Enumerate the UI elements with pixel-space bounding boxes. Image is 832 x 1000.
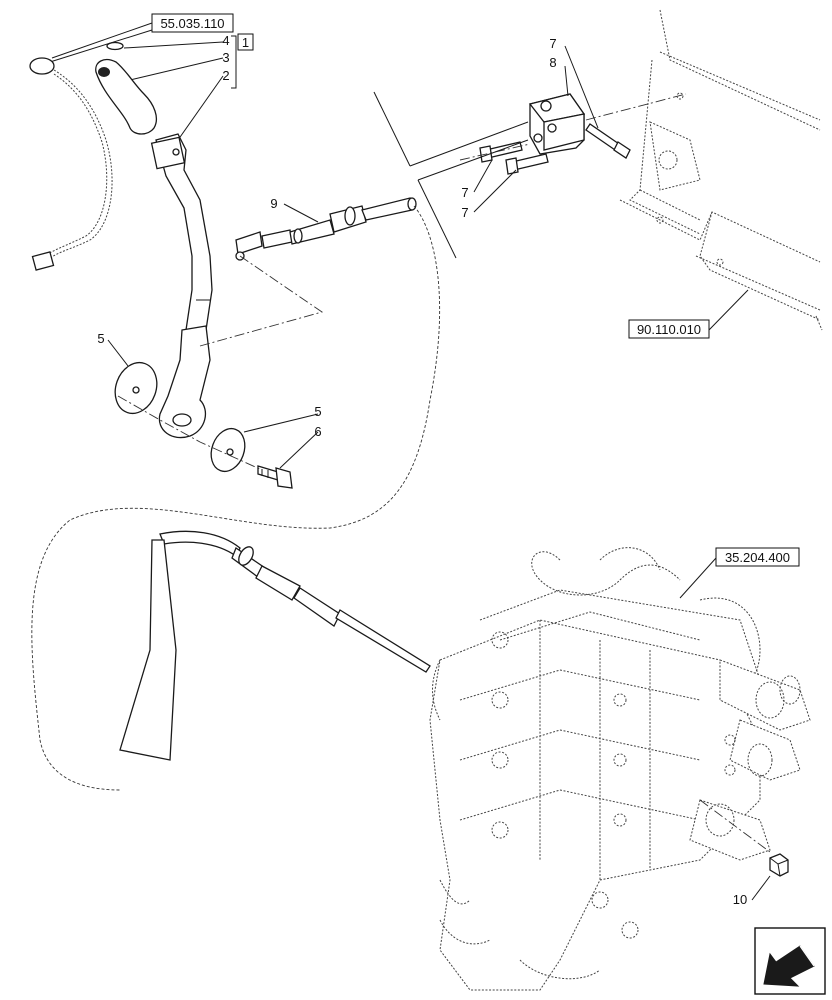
leader-3	[129, 57, 224, 81]
screw-7-lower-b	[505, 153, 549, 175]
cable-axis-line	[199, 255, 324, 347]
group-box: 1	[237, 33, 254, 51]
callout-3: 3	[222, 50, 229, 65]
nut-axis-line	[699, 799, 771, 853]
washer-5-left	[114, 361, 158, 415]
callout-6: 6	[314, 424, 321, 439]
screw-axis-line	[585, 93, 687, 121]
leader-7a	[564, 45, 599, 129]
reference-box-top-left[interactable]: 55.035.110	[151, 13, 234, 33]
nut-10	[769, 853, 789, 877]
callout-7c: 7	[461, 205, 468, 220]
mount-bracket-8	[528, 93, 586, 155]
washer-5-right	[210, 427, 246, 473]
screw-axis-line-2	[459, 143, 531, 161]
leader-9	[283, 203, 319, 223]
callout-7b: 7	[461, 185, 468, 200]
leader-10	[751, 875, 771, 901]
leader-ref-to-connector	[51, 22, 153, 59]
callout-10: 10	[733, 892, 747, 907]
handle-knob	[95, 41, 158, 135]
leader-right-panel	[708, 289, 749, 331]
leader-2	[177, 75, 224, 141]
cable-end	[235, 197, 417, 261]
wire-harness	[29, 57, 113, 271]
control-lever	[150, 133, 213, 439]
leader-5b	[243, 413, 319, 433]
reference-box-right-panel[interactable]: 90.110.010	[628, 319, 710, 339]
leader-7c	[473, 169, 517, 213]
callout-8: 8	[549, 55, 556, 70]
screw-7-right	[585, 123, 631, 159]
cab-panel	[619, 9, 823, 331]
leader-5a	[107, 339, 129, 367]
reference-label-valve-block: 35.204.400	[725, 550, 790, 565]
leader-7b	[473, 159, 493, 193]
callout-4: 4	[222, 33, 229, 48]
cable-lower	[119, 530, 431, 761]
orientation-arrow-icon	[754, 927, 826, 995]
leader-8	[564, 65, 569, 97]
leader-valve-block	[679, 557, 717, 599]
leader-ref-to-connector-2	[49, 29, 153, 63]
reference-label-top-left: 55.035.110	[160, 16, 224, 31]
reference-box-valve-block[interactable]: 35.204.400	[715, 547, 800, 567]
group-bracket	[231, 35, 237, 89]
callout-9: 9	[270, 196, 277, 211]
callout-2: 2	[222, 68, 229, 83]
axis-bolt-line	[117, 395, 263, 471]
callout-7a: 7	[549, 36, 556, 51]
leader-4	[123, 41, 224, 49]
callout-5b: 5	[314, 404, 321, 419]
bolt-6	[257, 465, 293, 489]
section-line-4	[417, 179, 457, 259]
section-line-2	[409, 121, 529, 167]
leader-6	[279, 431, 319, 469]
valve-block	[429, 547, 811, 991]
section-line-1	[373, 91, 411, 167]
reference-label-right-panel: 90.110.010	[637, 322, 701, 337]
callout-5a: 5	[97, 331, 104, 346]
section-line-3	[417, 139, 529, 181]
cable-routing-dashed	[31, 205, 441, 791]
group-box-label: 1	[242, 35, 249, 50]
